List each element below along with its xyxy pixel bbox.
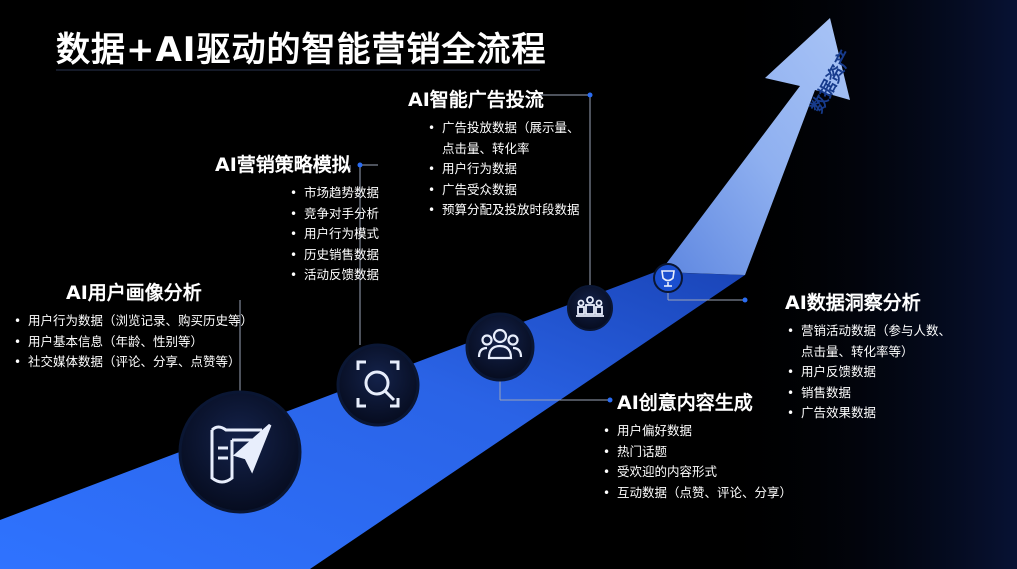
list-item: 历史销售数据 [290, 245, 379, 266]
list-item: 活动反馈数据 [290, 265, 379, 286]
list-item: 竞争对手分析 [290, 204, 379, 225]
list-item: 热门话题 [603, 442, 792, 463]
list-item: 用户基本信息（年龄、性别等） [14, 332, 253, 353]
node-profile [178, 390, 302, 514]
users-group-icon [477, 328, 523, 360]
stage-ads-title: AI智能广告投流 [408, 89, 544, 111]
list-item: 销售数据 [787, 383, 951, 404]
list-item: 社交媒体数据（评论、分享、点赞等） [14, 352, 253, 373]
scroll-plane-icon [210, 423, 272, 484]
stage-profile-title: AI用户画像分析 [66, 282, 202, 304]
list-item: 用户行为数据（浏览记录、购买历史等） [14, 311, 253, 332]
list-item: 点击量、转化率 [442, 140, 530, 156]
list-item: 用户反馈数据 [787, 362, 951, 383]
stage-profile: AI用户画像分析 用户行为数据（浏览记录、购买历史等） 用户基本信息（年龄、性别… [14, 278, 253, 373]
list-item: 营销活动数据（参与人数、 [787, 321, 951, 342]
stage-creative: AI创意内容生成 用户偏好数据 热门话题 受欢迎的内容形式 互动数据（点赞、评论… [603, 388, 792, 503]
list-item: 广告受众数据 [428, 180, 580, 201]
list-item: 用户行为模式 [290, 224, 379, 245]
list-item: 用户行为数据 [428, 159, 580, 180]
stage-strategy-title: AI营销策略模拟 [215, 154, 351, 176]
stage-ads: AI智能广告投流 广告投放数据（展示量、 点击量、转化率 用户行为数据 广告受众… [408, 85, 580, 221]
stage-strategy: AI营销策略模拟 市场趋势数据 竞争对手分析 用户行为模式 历史销售数据 活动反… [215, 150, 379, 286]
list-item: 互动数据（点赞、评论、分享） [603, 483, 792, 504]
list-item: 预算分配及投放时段数据 [428, 200, 580, 221]
stage-insight: AI数据洞察分析 营销活动数据（参与人数、 点击量、转化率等） 用户反馈数据 销… [785, 288, 951, 424]
node-strategy [336, 343, 420, 427]
list-item: 用户偏好数据 [603, 421, 792, 442]
page-title: 数据+AI驱动的智能营销全流程 [56, 30, 547, 70]
stage-creative-title: AI创意内容生成 [617, 392, 753, 414]
data-asset-arrow [660, 18, 850, 275]
node-ads [567, 285, 613, 331]
list-item: 广告投放数据（展示量、 [428, 118, 580, 139]
node-insight [653, 263, 683, 293]
list-item: 广告效果数据 [787, 403, 951, 424]
analysis-search-icon [356, 360, 400, 408]
stage-insight-title: AI数据洞察分析 [785, 292, 921, 314]
trophy-icon [661, 270, 675, 287]
team-icon [576, 296, 604, 317]
list-item: 点击量、转化率等） [801, 343, 914, 359]
list-item: 市场趋势数据 [290, 183, 379, 204]
node-creative [465, 312, 535, 382]
list-item: 受欢迎的内容形式 [603, 462, 792, 483]
